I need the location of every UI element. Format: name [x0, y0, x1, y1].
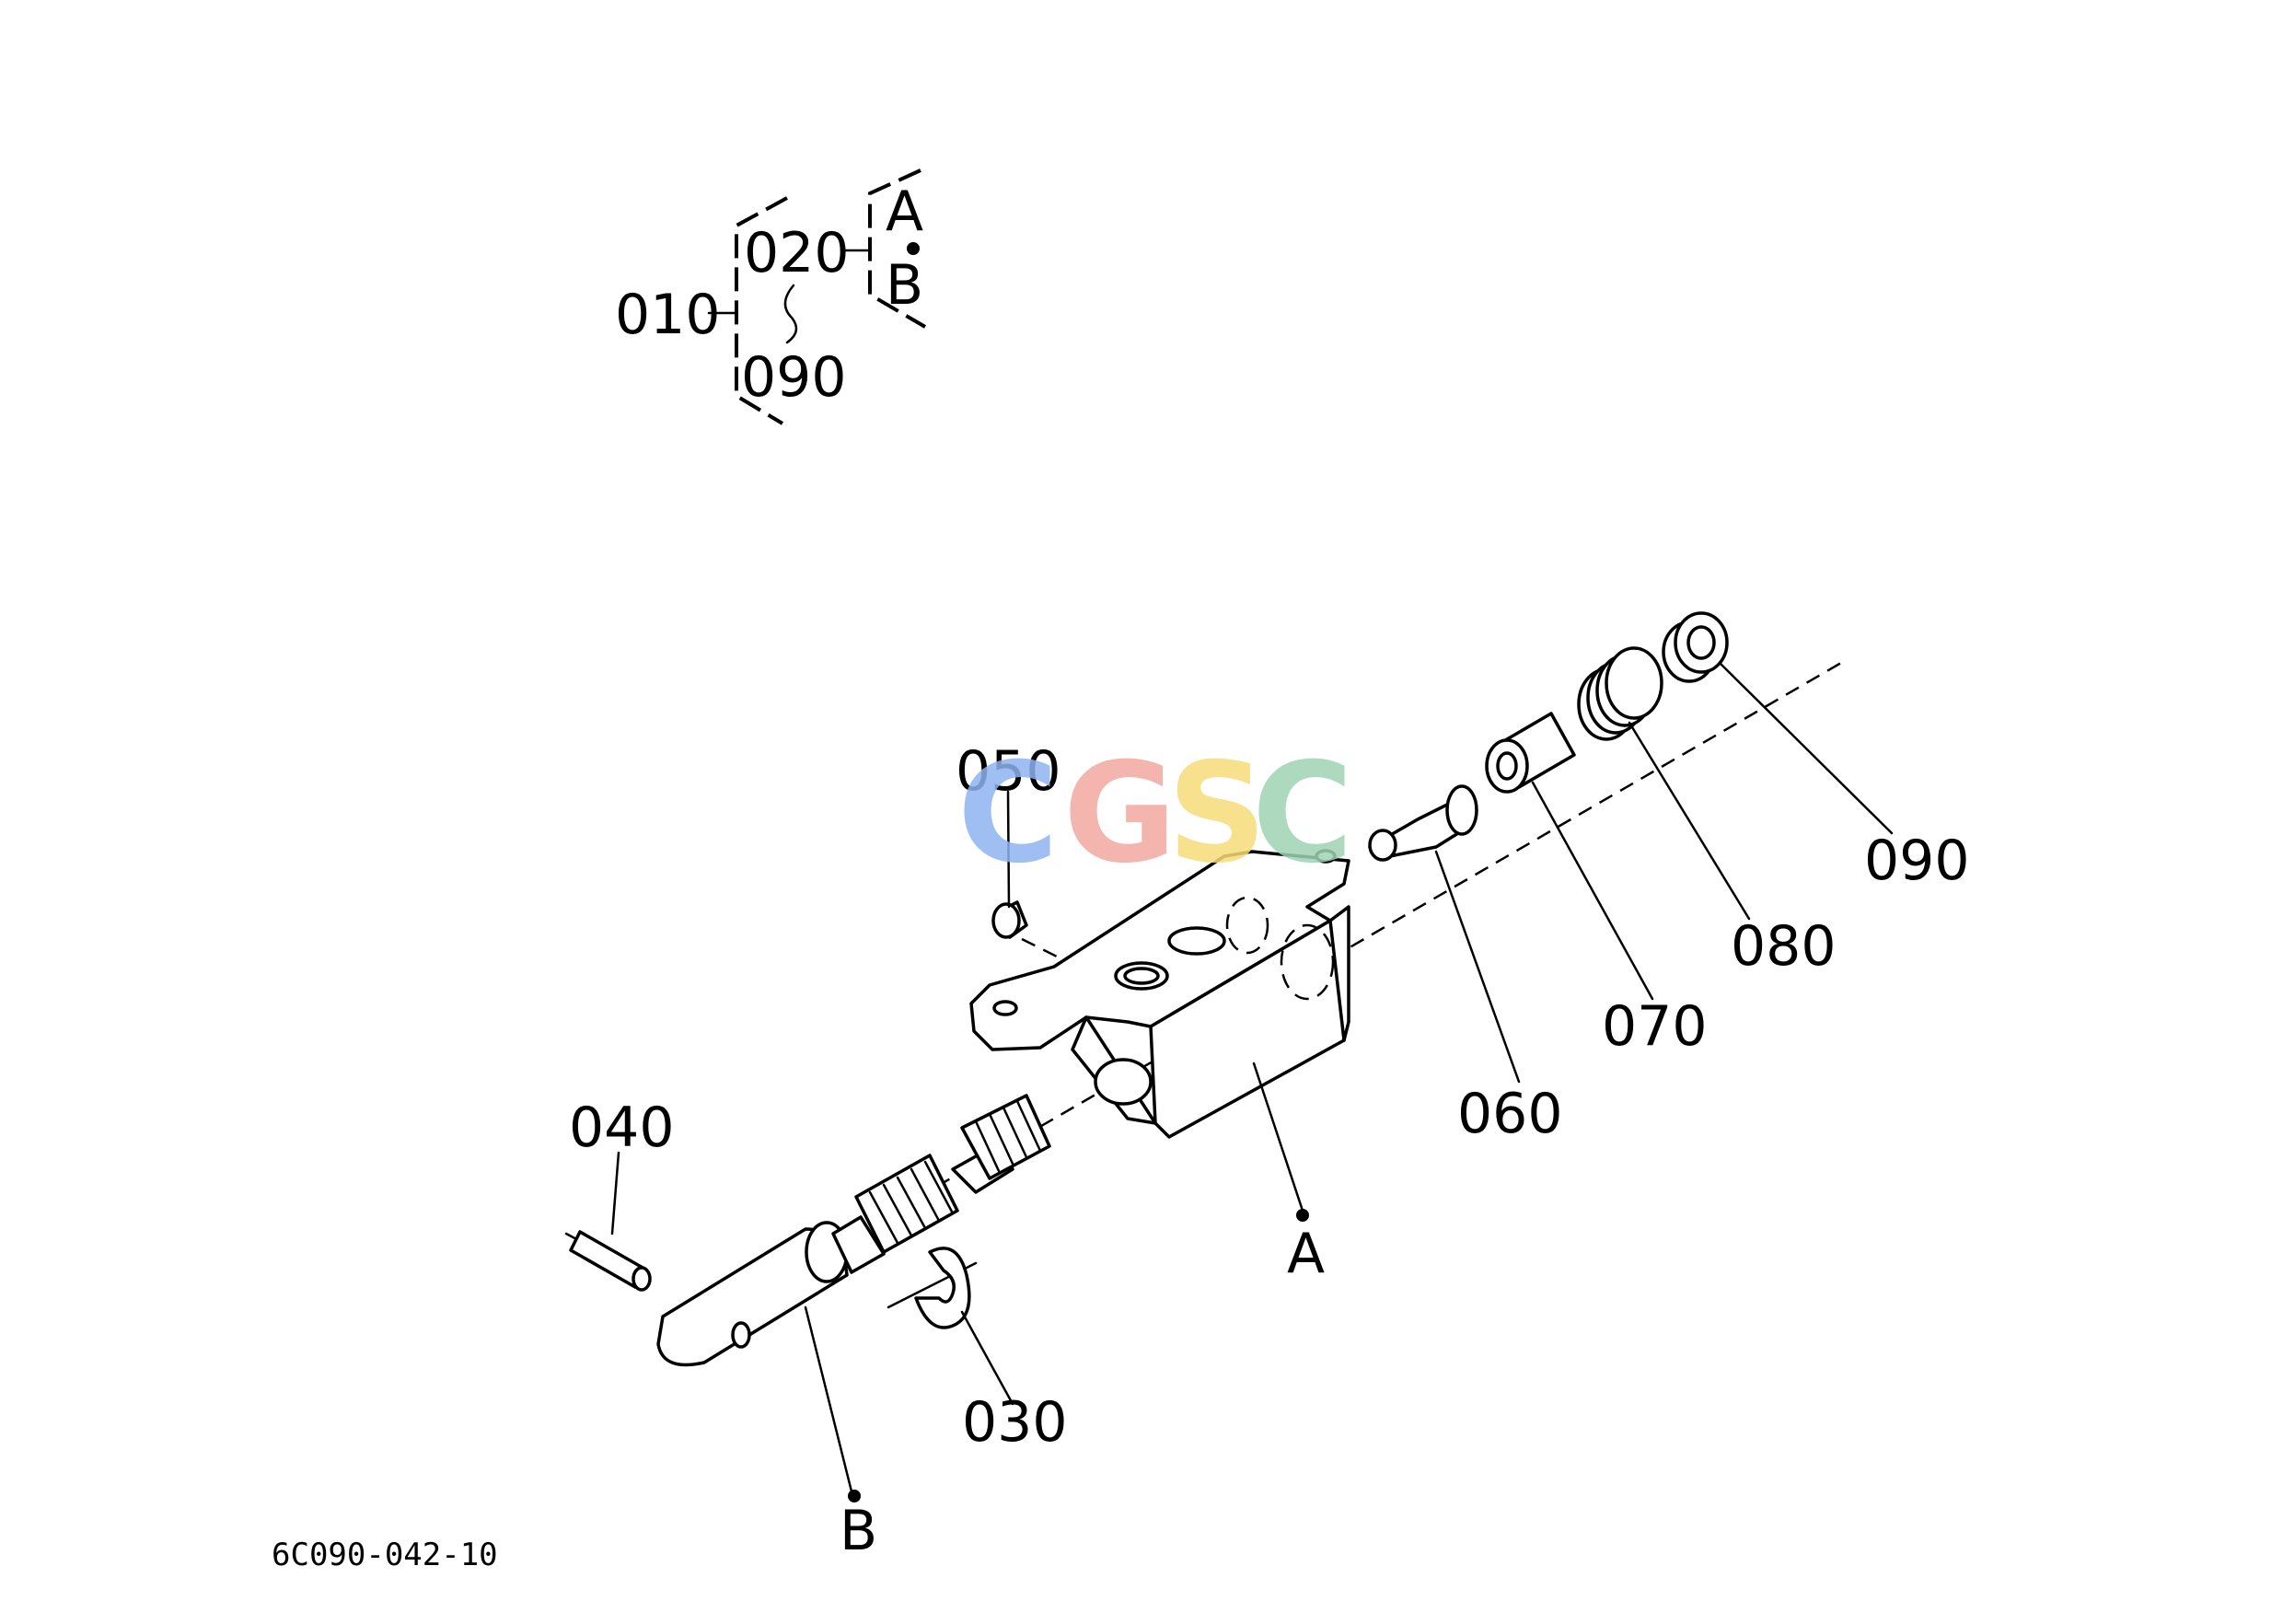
callout-ref-b: B: [840, 1499, 877, 1563]
watermark-letter-1: C: [957, 734, 1059, 894]
ref-dot-b: [848, 1490, 861, 1502]
spring: [1577, 646, 1663, 741]
bushing-bore: [1496, 751, 1518, 781]
plunger-tip: [1368, 829, 1397, 862]
legend-right-bracket: [868, 168, 927, 329]
legend-left-bracket: [735, 196, 788, 425]
housing-hidden-bore-2: [1280, 923, 1335, 1001]
leader-060: [1434, 850, 1521, 1084]
plunger: [1368, 784, 1478, 862]
housing-mount-hole-left: [992, 1000, 1018, 1016]
shaft-neck: [831, 1215, 886, 1274]
callout-050: 050: [956, 739, 1061, 804]
legend-range-end: 090: [741, 345, 847, 410]
callout-070: 070: [1602, 994, 1708, 1059]
callout-090: 090: [1864, 829, 1970, 893]
shaft-thread-1-lines: [868, 1160, 955, 1245]
leader-070: [1531, 781, 1654, 1001]
plunger-collar: [1445, 784, 1478, 836]
e-ring: [887, 1247, 978, 1329]
callout-ref-a: A: [1287, 1222, 1325, 1286]
legend-assembly-number: 010: [615, 283, 721, 347]
drawing-code: 6C090-042-10: [272, 1537, 498, 1573]
leader-050: [1006, 790, 1011, 909]
leader-b: [804, 1305, 853, 1493]
housing-mount-hole-right: [1315, 849, 1337, 864]
watermark-letter-2: G: [1063, 734, 1176, 894]
bushing: [1485, 712, 1576, 794]
ref-dot-a: [1296, 1209, 1309, 1222]
pin-end: [632, 1266, 652, 1292]
leader-080: [1628, 721, 1751, 921]
legend-point-b: B: [886, 253, 923, 318]
housing-bore: [1094, 1058, 1153, 1106]
callout-030: 030: [962, 1390, 1068, 1455]
legend-range-tilde: [783, 284, 798, 344]
set-screw-head: [991, 902, 1021, 939]
housing-top-face: [969, 850, 1350, 1051]
plug: [1662, 611, 1729, 683]
roll-pin: [564, 1230, 652, 1292]
leader-090: [1718, 661, 1894, 835]
watermark: C G S C: [957, 734, 1353, 894]
shaft: [656, 1094, 1051, 1367]
leader-040: [610, 1151, 620, 1235]
callout-080: 080: [1731, 914, 1837, 979]
housing: [969, 849, 1350, 1139]
callout-040: 040: [569, 1096, 675, 1160]
housing-hidden-bore: [1225, 896, 1269, 955]
leader-a: [1252, 1061, 1304, 1212]
leader-030: [960, 1310, 1014, 1406]
watermark-letter-4: C: [1252, 734, 1353, 894]
set-screw: [991, 900, 1028, 939]
shaft-thread-2: [960, 1094, 1051, 1180]
spring-coil-4: [1605, 646, 1663, 720]
watermark-letter-3: S: [1167, 734, 1267, 894]
housing-hole-mid: [1167, 926, 1226, 956]
assembly-legend: 010 020 090 A B: [615, 168, 927, 425]
legend-range-start: 020: [744, 221, 850, 285]
housing-end-face: [1328, 905, 1350, 1042]
legend-point-a: A: [886, 180, 923, 244]
e-ring-body: [914, 1247, 971, 1329]
callout-060: 060: [1457, 1082, 1563, 1146]
shaft-pin-hole: [731, 1321, 751, 1349]
plug-slot: [1686, 625, 1716, 660]
shaft-thread-1: [854, 1154, 959, 1254]
legend-dot: [907, 242, 920, 255]
shaft-thread-2-lines: [974, 1099, 1042, 1173]
housing-hole-inner: [1123, 967, 1160, 985]
